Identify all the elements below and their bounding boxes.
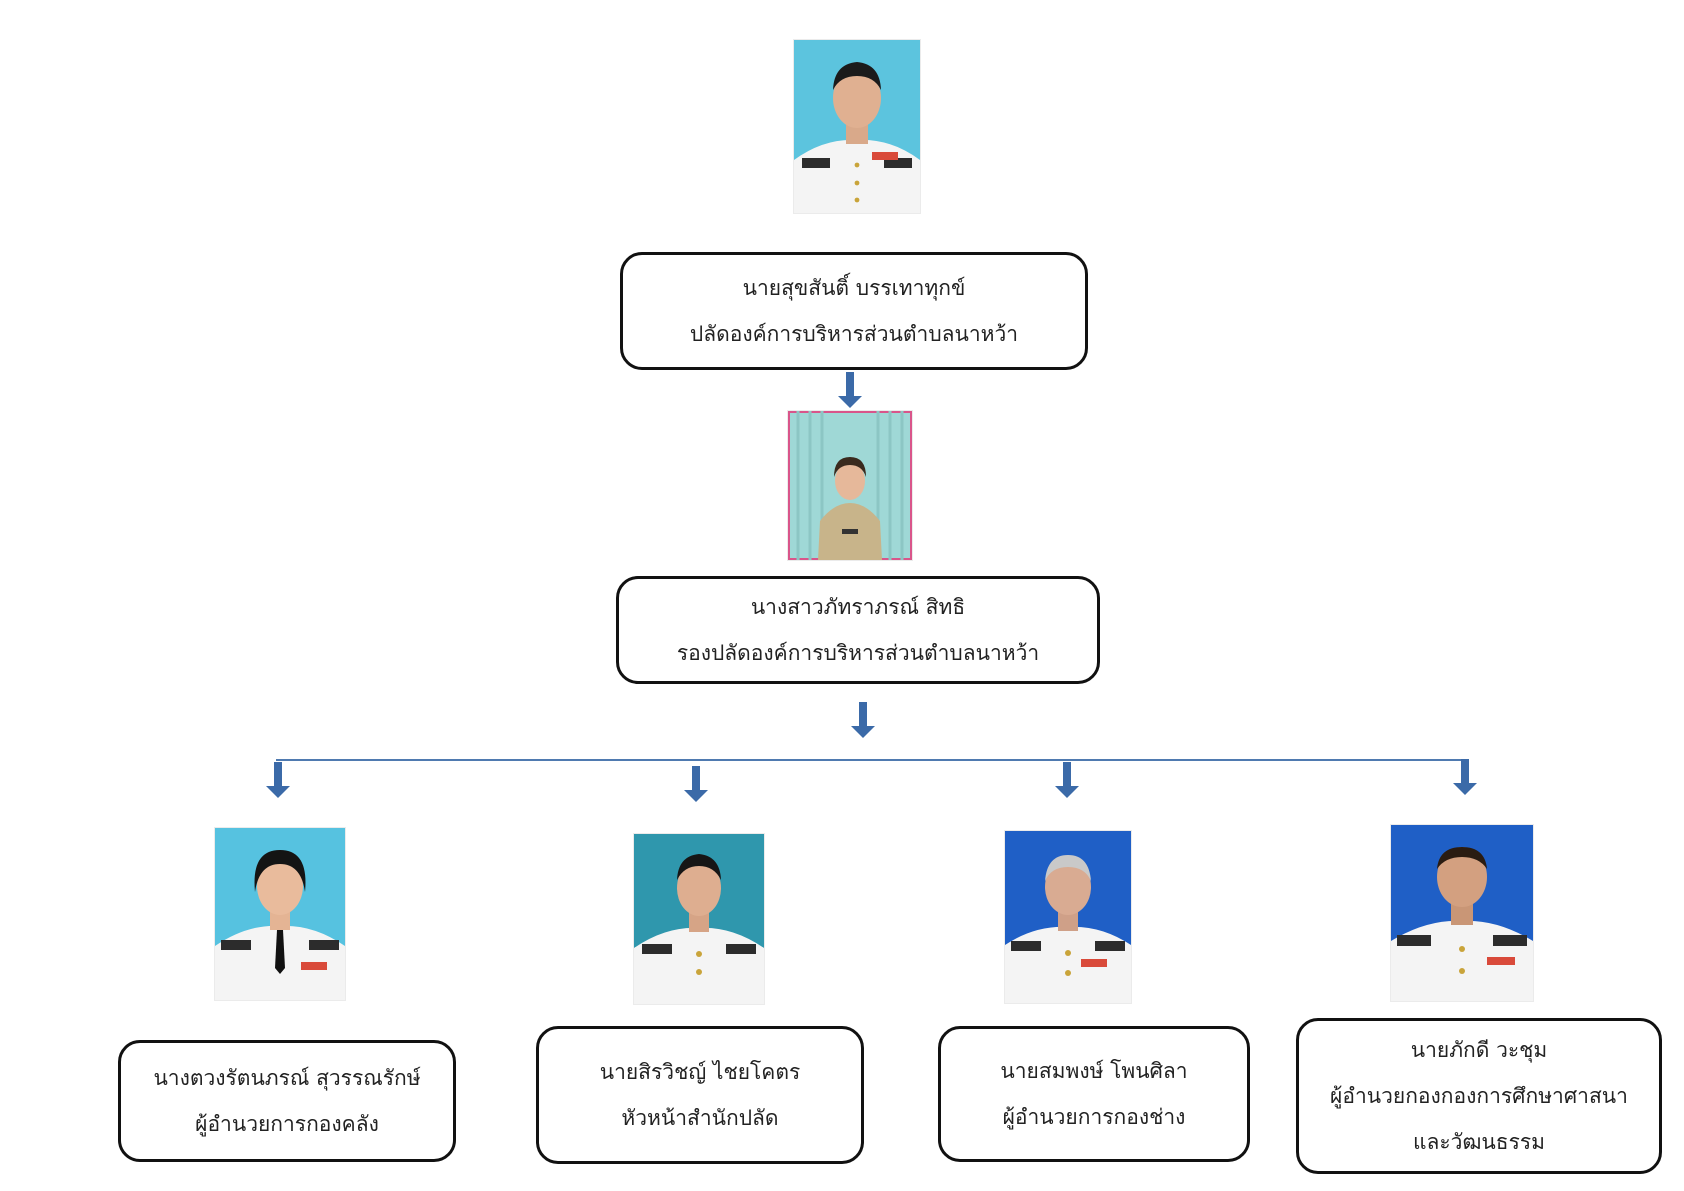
staff-title: ผู้อำนวยการกองช่าง bbox=[1002, 1105, 1186, 1129]
staff-title-line2: และวัฒนธรรม bbox=[1412, 1130, 1546, 1154]
staff-photo-finance bbox=[215, 828, 345, 1000]
top-person-box: นายสุขสันติ์ บรรเทาทุกข์ ปลัดองค์การบริห… bbox=[620, 252, 1088, 370]
top-person-title: ปลัดองค์การบริหารส่วนตำบลนาหว้า bbox=[689, 322, 1019, 346]
staff-title: ผู้อำนวยการกองคลัง bbox=[195, 1112, 379, 1136]
staff-box-education: นายภักดี วะชุม ผู้อำนวยกองกองการศึกษาศาส… bbox=[1296, 1018, 1662, 1174]
deputy-title: รองปลัดองค์การบริหารส่วนตำบลนาหว้า bbox=[676, 641, 1040, 665]
staff-box-finance: นางตวงรัตนภรณ์ สุวรรณรักษ์ ผู้อำนวยการกอ… bbox=[118, 1040, 456, 1162]
arrow-down-icon bbox=[1453, 759, 1477, 795]
staff-name: นายสิรวิชญ์ ไชยโคตร bbox=[599, 1060, 801, 1084]
staff-box-office: นายสิรวิชญ์ ไชยโคตร หัวหน้าสำนักปลัด bbox=[536, 1026, 864, 1164]
staff-title: หัวหน้าสำนักปลัด bbox=[621, 1106, 779, 1130]
staff-photo-engineering bbox=[1005, 831, 1131, 1003]
staff-photo-education bbox=[1391, 825, 1533, 1001]
arrow-down-icon bbox=[684, 766, 708, 802]
staff-name: นายสมพงษ์ โพนศิลา bbox=[1000, 1059, 1188, 1083]
staff-title: ผู้อำนวยกองกองการศึกษาศาสนา bbox=[1330, 1084, 1628, 1108]
staff-name: นายภักดี วะชุม bbox=[1410, 1038, 1548, 1062]
deputy-box: นางสาวภัทราภรณ์ สิทธิ รองปลัดองค์การบริห… bbox=[616, 576, 1100, 684]
arrow-down-icon bbox=[266, 762, 290, 798]
arrow-down-icon bbox=[1055, 762, 1079, 798]
staff-box-engineering: นายสมพงษ์ โพนศิลา ผู้อำนวยการกองช่าง bbox=[938, 1026, 1250, 1162]
staff-name: นางตวงรัตนภรณ์ สุวรรณรักษ์ bbox=[153, 1066, 421, 1090]
branch-connector-line bbox=[276, 759, 1466, 761]
top-person-photo bbox=[794, 40, 920, 213]
arrow-down-icon bbox=[838, 372, 862, 408]
arrow-down-icon bbox=[851, 702, 875, 738]
deputy-name: นางสาวภัทราภรณ์ สิทธิ bbox=[750, 595, 966, 619]
deputy-photo bbox=[788, 411, 912, 560]
top-person-name: นายสุขสันติ์ บรรเทาทุกข์ bbox=[742, 276, 966, 300]
staff-photo-office bbox=[634, 834, 764, 1004]
